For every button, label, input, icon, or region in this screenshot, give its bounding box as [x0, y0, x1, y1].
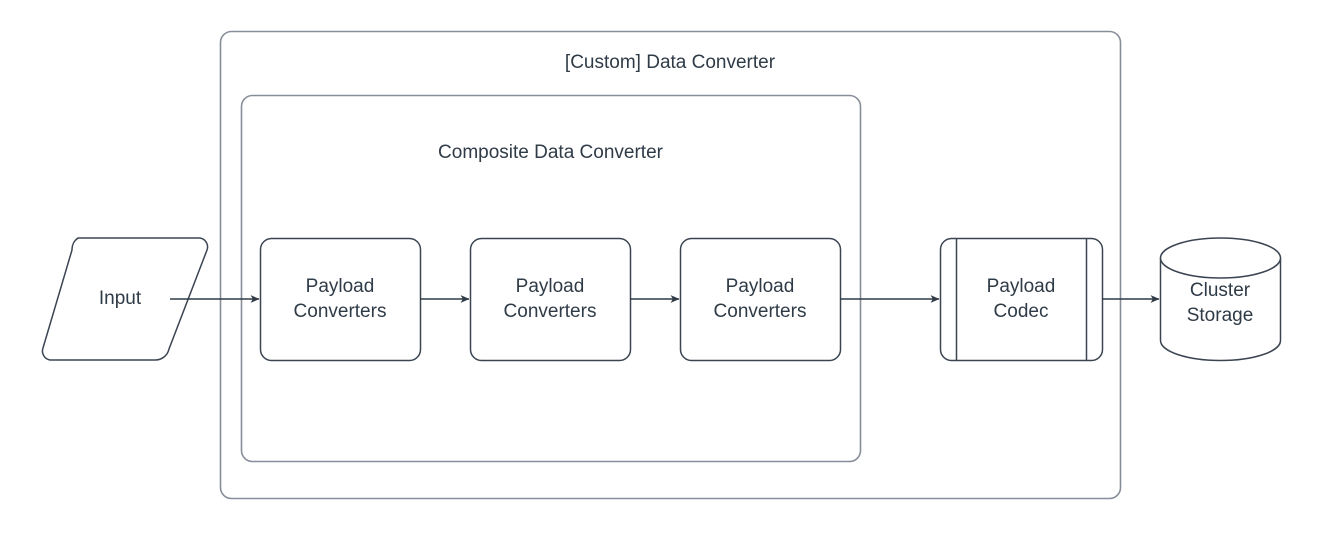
container-composite-data-converter[interactable] [240, 94, 862, 463]
shape-payload-converters-1[interactable] [259, 237, 422, 362]
shape-input[interactable] [41, 237, 209, 361]
shape-cluster-storage[interactable] [1159, 237, 1282, 362]
shape-payload-converters-3[interactable] [679, 237, 842, 362]
shape-payload-codec[interactable] [939, 237, 1104, 362]
shape-payload-converters-2[interactable] [469, 237, 632, 362]
container-custom-data-converter[interactable] [219, 30, 1122, 500]
